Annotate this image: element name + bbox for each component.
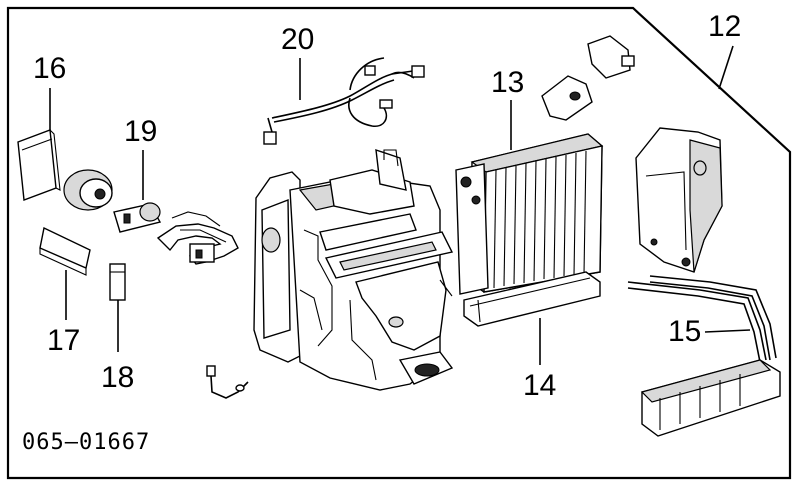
callout-19: 19 xyxy=(124,115,158,148)
leader-lines xyxy=(49,45,751,365)
callout-16: 16 xyxy=(33,52,67,85)
callout-18: 18 xyxy=(101,361,135,394)
part-expansion-valve xyxy=(541,35,635,121)
part-seal-grommet xyxy=(63,169,113,211)
evaporator-fins xyxy=(493,150,587,289)
callout-20: 20 xyxy=(281,23,315,56)
part-16-filter xyxy=(17,129,61,201)
callout-12: 12 xyxy=(708,10,742,43)
leader-line-15 xyxy=(704,329,751,333)
part-19-connector xyxy=(113,202,162,233)
part-heater-unit xyxy=(253,148,454,391)
leader-line-12 xyxy=(718,45,734,90)
callout-17: 17 xyxy=(47,324,81,357)
callout-14: 14 xyxy=(523,369,557,402)
part-15-heater-core xyxy=(627,275,781,437)
part-20-harness xyxy=(263,57,425,145)
drawing-code: 065–01667 xyxy=(22,430,151,455)
callout-13: 13 xyxy=(491,66,525,99)
assembly-frame xyxy=(6,6,792,480)
part-tube-assembly xyxy=(156,211,239,265)
part-17-pad xyxy=(39,226,91,276)
part-12-case xyxy=(635,127,723,273)
part-14-tray xyxy=(463,271,601,327)
callout-15: 15 xyxy=(668,315,702,348)
part-13-evaporator xyxy=(455,133,604,295)
part-sensor-lead xyxy=(206,365,249,399)
part-18-block xyxy=(109,263,126,301)
